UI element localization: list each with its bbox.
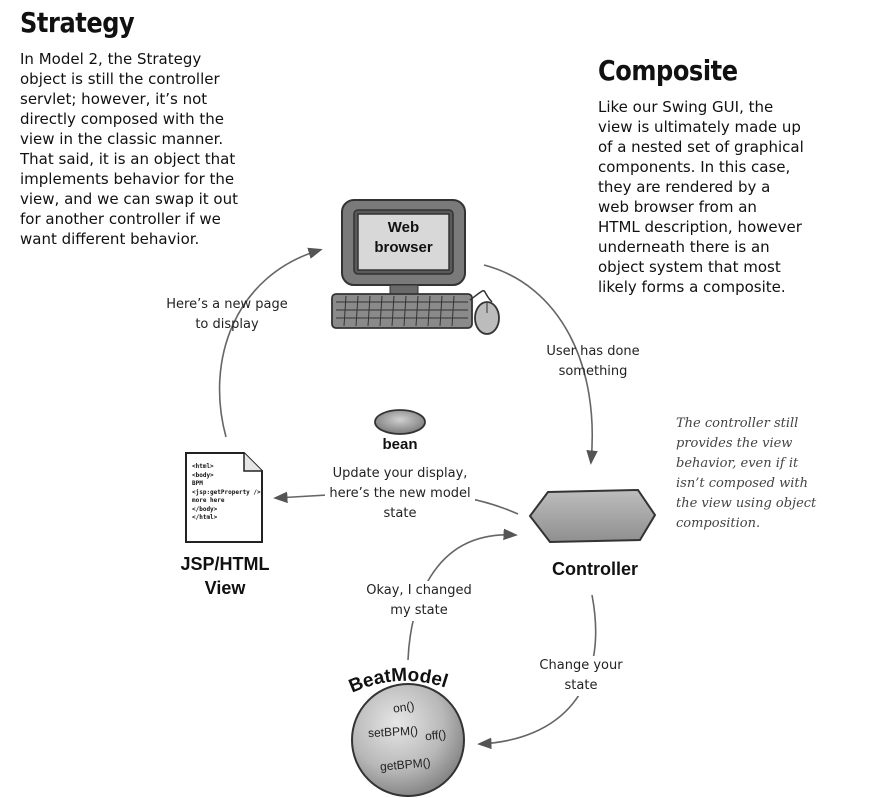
strategy-line: directly composed with the xyxy=(20,110,224,128)
code-line: BPM xyxy=(192,480,203,487)
note-line: behavior, even if it xyxy=(676,456,799,471)
web-browser-label-line: browser xyxy=(374,239,433,256)
strategy-description: In Model 2, the Strategy object is still… xyxy=(20,49,238,249)
web-browser-label-line: Web xyxy=(387,219,420,236)
arrow-user-done xyxy=(483,264,598,465)
composite-line: HTML description, however xyxy=(598,218,802,236)
bean-icon xyxy=(374,409,426,435)
jsp-view-label-line: View xyxy=(204,578,246,598)
note-line: the view using object xyxy=(676,496,817,511)
strategy-line: want different behavior. xyxy=(20,230,200,248)
composite-line: object system that most xyxy=(598,258,781,276)
note-line: provides the view xyxy=(676,436,793,451)
composite-description: Like our Swing GUI, the view is ultimate… xyxy=(598,97,804,297)
composite-line: they are rendered by a xyxy=(598,178,771,196)
label-change-state: Change your state xyxy=(535,656,627,696)
label-changed-state: Okay, I changed my state xyxy=(362,581,476,621)
label-line: something xyxy=(558,364,628,379)
note-line: composition. xyxy=(676,516,761,531)
jsp-view-label-line: JSP/HTML xyxy=(180,554,270,574)
web-browser-label: Web browser xyxy=(358,218,449,258)
beat-model-sphere xyxy=(351,683,465,797)
strategy-line: view in the classic manner. xyxy=(20,130,224,148)
strategy-line: view, and we can swap it out xyxy=(20,190,238,208)
label-line: Here’s a new page xyxy=(166,297,288,312)
document-icon xyxy=(185,452,263,543)
arrow-new-page xyxy=(218,247,323,438)
composite-line: underneath there is an xyxy=(598,238,770,256)
composite-line: likely forms a composite. xyxy=(598,278,786,296)
computer-icon xyxy=(331,199,500,335)
code-line: <body> xyxy=(192,471,214,479)
composite-line: view is ultimately made up xyxy=(598,118,801,136)
controller-note: The controller still provides the view b… xyxy=(676,414,816,534)
label-line: state xyxy=(564,678,598,693)
bean-label: bean xyxy=(382,436,418,453)
label-line: my state xyxy=(390,603,448,618)
code-line: </html> xyxy=(192,514,218,521)
arrow-changed-state xyxy=(407,528,518,661)
label-line: User has done xyxy=(546,344,640,359)
composite-line: web browser from an xyxy=(598,198,757,216)
label-line: state xyxy=(383,506,417,521)
method-on: on() xyxy=(392,699,415,716)
composite-line: of a nested set of graphical xyxy=(598,138,804,156)
label-new-page: Here’s a new page to display xyxy=(165,295,289,335)
method-set-bpm: setBPM() xyxy=(368,724,419,741)
controller-icon xyxy=(528,488,657,544)
code-line: <html> xyxy=(192,463,214,470)
strategy-line: That said, it is an object that xyxy=(20,150,236,168)
composite-line: components. In this case, xyxy=(598,158,791,176)
jsp-view-label: JSP/HTML View xyxy=(160,552,290,600)
label-line: Okay, I changed xyxy=(366,583,472,598)
strategy-line: servlet; however, it’s not xyxy=(20,90,208,108)
controller-label: Controller xyxy=(551,559,638,579)
strategy-line: object is still the controller xyxy=(20,70,220,88)
label-line: to display xyxy=(195,317,259,332)
note-line: The controller still xyxy=(676,416,799,431)
jsp-code: <html> <body> BPM <jsp:getProperty /> mo… xyxy=(192,463,261,523)
label-line: Change your xyxy=(539,658,623,673)
strategy-line: for another controller if we xyxy=(20,210,221,228)
code-line: <jsp:getProperty /> xyxy=(192,488,261,496)
method-off: off() xyxy=(424,727,446,743)
label-line: Update your display, xyxy=(332,466,468,481)
strategy-line: implements behavior for the xyxy=(20,170,235,188)
method-get-bpm: getBPM() xyxy=(379,755,431,773)
label-update-display: Update your display, here’s the new mode… xyxy=(325,464,475,524)
composite-line: Like our Swing GUI, the xyxy=(598,98,774,116)
code-line: more here xyxy=(192,497,225,504)
label-line: here’s the new model xyxy=(329,486,471,501)
note-line: isn’t composed with xyxy=(676,476,808,491)
label-user-done: User has done something xyxy=(540,342,646,382)
strategy-line: In Model 2, the Strategy xyxy=(20,50,202,68)
code-line: </body> xyxy=(192,505,218,513)
strategy-title: Strategy xyxy=(20,6,135,39)
composite-title: Composite xyxy=(598,54,738,87)
arrow-change-state xyxy=(477,594,597,750)
